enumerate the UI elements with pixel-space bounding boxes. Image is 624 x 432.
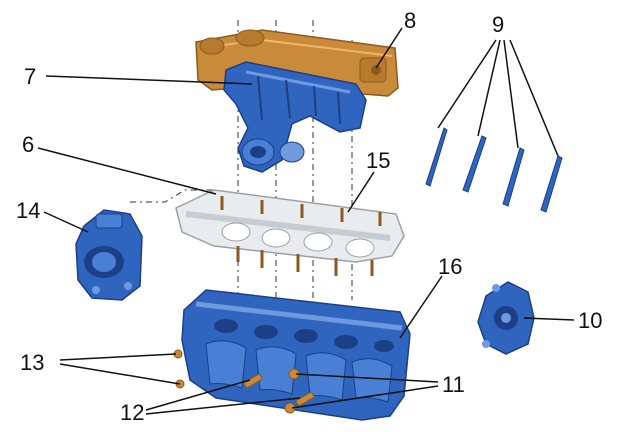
callout-6: 6 [22,132,34,157]
callout-8: 8 [404,8,416,33]
callout-7: 7 [24,64,36,89]
callout-10: 10 [578,308,602,333]
intake-manifold [223,61,367,173]
callout-12: 12 [120,400,144,425]
callout-14: 14 [16,198,40,223]
leader-lines [37,27,575,415]
camshaft-carrier [175,189,405,276]
glow-plugs [425,127,563,213]
callout-11: 11 [442,372,465,397]
cylinder-head [181,289,411,421]
callout-9: 9 [492,12,504,37]
callout-15: 15 [366,148,390,173]
pump [477,281,535,355]
callout-13: 13 [20,350,44,375]
throttle-body [75,209,143,301]
callout-16: 16 [438,254,462,279]
callout-labels: 7 8 9 6 15 14 16 10 13 11 12 [16,8,602,425]
